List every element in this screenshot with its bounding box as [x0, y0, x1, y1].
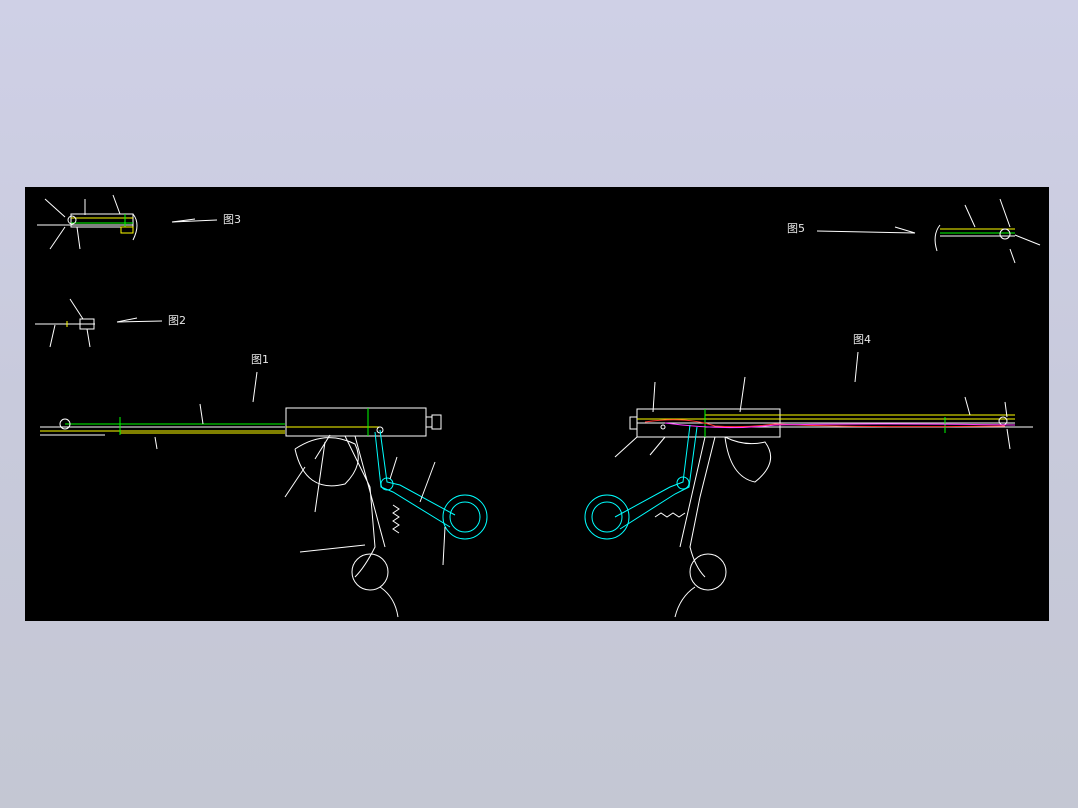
fig1-instrument: [40, 371, 488, 618]
fig1-label: 图1: [251, 353, 269, 366]
fig3-label: 图3: [223, 213, 241, 226]
fig2-detail: [35, 298, 163, 348]
fig4-label: 图4: [853, 333, 871, 346]
cad-drawing: [35, 194, 1041, 618]
fig5-label: 图5: [787, 222, 805, 235]
fig4-instrument: [584, 351, 1033, 618]
cad-viewport[interactable]: 图1 图2 图3 图4 图5: [25, 187, 1049, 621]
fig5-detail: [816, 198, 1041, 264]
fig2-label: 图2: [168, 314, 186, 327]
fig3-detail: [37, 194, 218, 250]
